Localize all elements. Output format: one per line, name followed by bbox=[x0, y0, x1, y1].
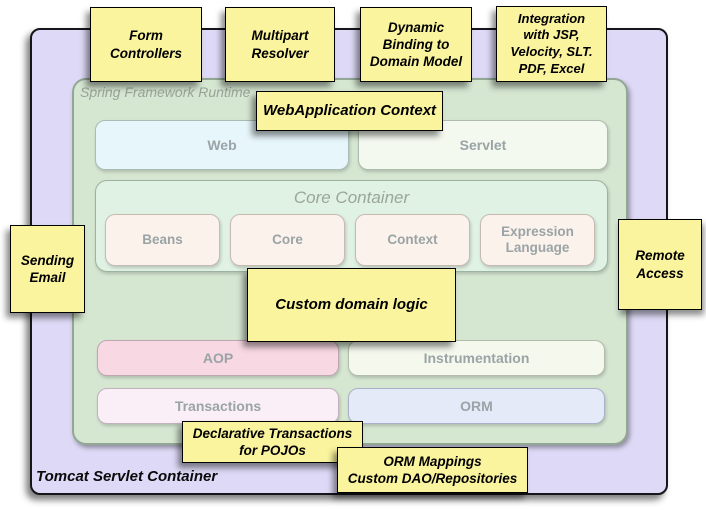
module-context: Context bbox=[355, 214, 470, 266]
module-web: Web bbox=[95, 120, 349, 170]
note-orm-mappings: ORM Mappings Custom DAO/Repositories bbox=[337, 447, 528, 493]
note-integration-with-jsp: Integration with JSP, Velocity, SLT. PDF… bbox=[496, 6, 607, 82]
note-declarative-transactions: Declarative Transactions for POJOs bbox=[182, 421, 363, 463]
module-beans: Beans bbox=[105, 214, 220, 266]
note-dynamic-binding-to-domain-model: Dynamic Binding to Domain Model bbox=[360, 7, 472, 82]
spring-framework-runtime-label: Spring Framework Runtime bbox=[80, 84, 251, 100]
note-webapplication-context: WebApplication Context bbox=[256, 91, 443, 131]
core-container-label: Core Container bbox=[293, 188, 410, 207]
note-sending-email: Sending Email bbox=[10, 225, 85, 313]
note-multipart-resolver: Multipart Resolver bbox=[225, 7, 335, 82]
module-expression-language: Expression Language bbox=[480, 214, 595, 266]
note-form-controllers: Form Controllers bbox=[90, 7, 202, 82]
module-orm: ORM bbox=[348, 388, 605, 424]
note-custom-domain-logic: Custom domain logic bbox=[247, 268, 456, 342]
module-transactions: Transactions bbox=[97, 388, 339, 424]
tomcat-servlet-container-label: Tomcat Servlet Container bbox=[36, 468, 218, 485]
module-core: Core bbox=[230, 214, 345, 266]
note-remote-access: Remote Access bbox=[618, 219, 702, 310]
module-instrumentation: Instrumentation bbox=[348, 340, 605, 376]
module-aop: AOP bbox=[97, 340, 339, 376]
